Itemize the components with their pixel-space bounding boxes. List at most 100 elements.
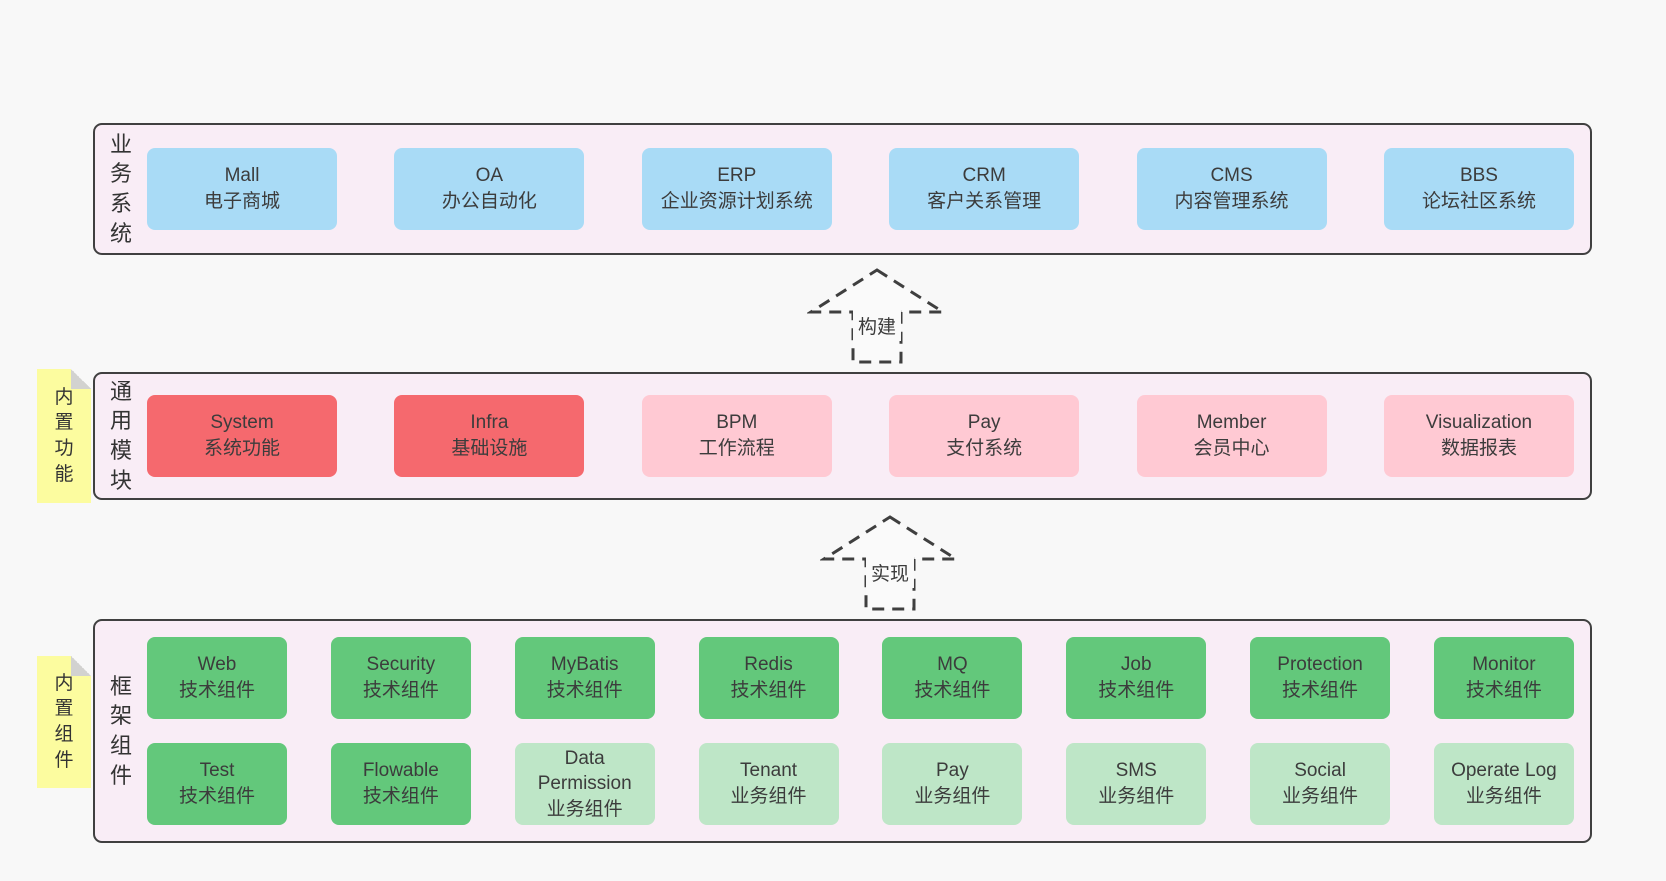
framework-row-2: Test 技术组件 Flowable 技术组件 Data Permission … <box>147 743 1574 825</box>
module-name: Security <box>366 654 436 676</box>
module-desc: 技术组件 <box>730 680 807 701</box>
module-name: Pay <box>967 412 1001 434</box>
module-desc: 业务组件 <box>1282 786 1359 807</box>
module-name: Operate Log <box>1451 760 1557 782</box>
module-desc: 客户关系管理 <box>927 191 1042 212</box>
box-web: Web 技术组件 <box>147 637 287 719</box>
module-desc: 数据报表 <box>1440 438 1517 459</box>
band-business-systems: 业务系统 Mall 电子商城 OA 办公自动化 ERP 企业资源计划系统 CRM… <box>93 123 1592 255</box>
module-name: CRM <box>962 165 1006 187</box>
module-desc: 会员中心 <box>1193 438 1270 459</box>
module-desc: 内容管理系统 <box>1174 191 1289 212</box>
module-name: Member <box>1196 412 1267 434</box>
box-data-permission: Data Permission 业务组件 <box>514 743 655 825</box>
box-mq: MQ 技术组件 <box>882 637 1023 719</box>
arrow-label-build: 构建 <box>852 310 902 341</box>
box-cms: CMS 内容管理系统 <box>1136 148 1327 230</box>
box-mybatis: MyBatis 技术组件 <box>514 637 655 719</box>
sticky-note-builtin-features: 内置功能 <box>37 369 91 503</box>
sticky-note-builtin-components: 内置组件 <box>37 656 91 788</box>
band-label-framework-text: 框架组件 <box>109 673 132 788</box>
module-desc: 企业资源计划系统 <box>660 191 813 212</box>
modules-box-area: System 系统功能 Infra 基础设施 BPM 工作流程 Pay 支付系统… <box>147 374 1590 498</box>
box-pay-biz: Pay 业务组件 <box>882 743 1023 825</box>
module-desc: 技术组件 <box>1282 680 1359 701</box>
module-desc: 技术组件 <box>1098 680 1175 701</box>
module-desc: 技术组件 <box>178 680 255 701</box>
module-name: BPM <box>716 412 758 434</box>
band-label-business: 业务系统 <box>95 125 147 253</box>
module-name: Job <box>1120 654 1152 676</box>
module-name: CMS <box>1210 165 1253 187</box>
band-label-business-text: 业务系统 <box>109 131 132 246</box>
module-desc: 支付系统 <box>946 438 1023 459</box>
sticky-text: 内置功能 <box>54 386 74 485</box>
box-operate-log: Operate Log 业务组件 <box>1433 743 1574 825</box>
box-system: System 系统功能 <box>147 395 337 477</box>
folded-corner-icon <box>71 369 91 389</box>
module-desc: 系统功能 <box>203 438 280 459</box>
module-desc: 业务组件 <box>546 798 623 820</box>
box-infra: Infra 基础设施 <box>394 395 585 477</box>
module-desc: 业务组件 <box>730 786 807 807</box>
band-label-modules-text: 通用模块 <box>109 378 132 493</box>
module-name: MyBatis <box>550 654 619 676</box>
box-mall: Mall 电子商城 <box>147 148 337 230</box>
band-label-framework: 框架组件 <box>95 621 147 841</box>
module-desc: 业务组件 <box>1098 786 1175 807</box>
module-desc: 业务组件 <box>1465 786 1542 807</box>
module-desc: 基础设施 <box>451 438 528 459</box>
module-desc: 技术组件 <box>362 786 439 807</box>
module-desc: 办公自动化 <box>441 191 537 212</box>
module-name: ERP <box>717 165 757 187</box>
module-name: Web <box>197 654 237 676</box>
module-name: Flowable <box>362 760 439 782</box>
box-pay: Pay 支付系统 <box>889 395 1080 477</box>
box-visualization: Visualization 数据报表 <box>1383 395 1574 477</box>
box-flowable: Flowable 技术组件 <box>330 743 471 825</box>
band-common-modules: 通用模块 System 系统功能 Infra 基础设施 BPM 工作流程 Pay… <box>93 372 1592 500</box>
box-oa: OA 办公自动化 <box>394 148 585 230</box>
module-name: Social <box>1294 760 1346 782</box>
box-protection: Protection 技术组件 <box>1250 637 1391 719</box>
module-name: Protection <box>1277 654 1363 676</box>
box-erp: ERP 企业资源计划系统 <box>641 148 832 230</box>
box-sms: SMS 业务组件 <box>1066 743 1207 825</box>
module-name: Redis <box>744 654 793 676</box>
business-box-area: Mall 电子商城 OA 办公自动化 ERP 企业资源计划系统 CRM 客户关系… <box>147 125 1590 253</box>
box-job: Job 技术组件 <box>1066 637 1207 719</box>
box-monitor: Monitor 技术组件 <box>1433 637 1574 719</box>
module-desc: 电子商城 <box>203 191 280 212</box>
module-name: Tenant <box>740 760 798 782</box>
module-name: OA <box>475 165 504 187</box>
module-desc: 工作流程 <box>698 438 775 459</box>
module-name: SMS <box>1115 760 1157 782</box>
module-desc: 技术组件 <box>362 680 439 701</box>
module-desc: 业务组件 <box>914 786 991 807</box>
module-name: Infra <box>470 412 509 434</box>
box-crm: CRM 客户关系管理 <box>889 148 1080 230</box>
box-redis: Redis 技术组件 <box>698 637 839 719</box>
box-security: Security 技术组件 <box>330 637 471 719</box>
up-arrow-build: 构建 <box>807 266 947 366</box>
band-label-modules: 通用模块 <box>95 374 147 498</box>
module-name: BBS <box>1459 165 1498 187</box>
box-member: Member 会员中心 <box>1136 395 1327 477</box>
band-framework-components: 框架组件 Web 技术组件 Security 技术组件 MyBatis 技术组件… <box>93 619 1592 843</box>
module-desc: 技术组件 <box>546 680 623 701</box>
module-name: Visualization <box>1425 412 1533 434</box>
module-name: Monitor <box>1472 654 1536 676</box>
module-name: Data Permission <box>537 747 632 795</box>
box-tenant: Tenant 业务组件 <box>698 743 839 825</box>
framework-row-1: Web 技术组件 Security 技术组件 MyBatis 技术组件 Redi… <box>147 637 1574 719</box>
module-desc: 技术组件 <box>914 680 991 701</box>
module-name: Test <box>199 760 235 782</box>
module-name: System <box>210 412 274 434</box>
box-social: Social 业务组件 <box>1250 743 1391 825</box>
module-name: MQ <box>937 654 968 676</box>
up-arrow-implement: 实现 <box>820 513 960 613</box>
framework-box-area: Web 技术组件 Security 技术组件 MyBatis 技术组件 Redi… <box>147 621 1590 841</box>
box-test: Test 技术组件 <box>147 743 287 825</box>
module-name: Mall <box>224 165 260 187</box>
